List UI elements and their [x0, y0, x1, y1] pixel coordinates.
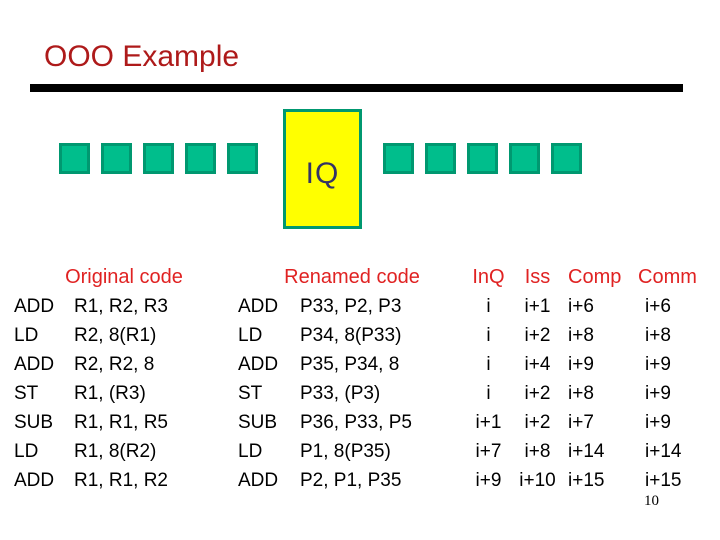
- opcode-cell: ADD: [238, 354, 279, 375]
- iss-cell: i+4: [524, 354, 551, 375]
- queue-slot-icon: [509, 143, 540, 174]
- queue-slot-icon: [383, 143, 414, 174]
- column-header-comm: Comm: [638, 266, 697, 288]
- iq-label: IQ: [305, 157, 340, 190]
- comp-cell: i+7: [568, 412, 594, 433]
- comm-cell: i+14: [645, 441, 682, 462]
- operands-cell: P34, 8(P33): [300, 325, 402, 346]
- title-divider: [30, 84, 683, 92]
- inq-cell: i: [486, 325, 491, 346]
- opcode-cell: LD: [14, 441, 39, 462]
- operands-cell: P33, P2, P3: [300, 296, 402, 317]
- operands-cell: R1, (R3): [74, 383, 146, 404]
- iss-cell: i+1: [524, 296, 551, 317]
- comm-cell: i+8: [645, 325, 671, 346]
- inq-cell: i+9: [475, 470, 502, 491]
- comp-cell: i+6: [568, 296, 594, 317]
- opcode-cell: LD: [238, 441, 263, 462]
- comm-cell: i+9: [645, 354, 671, 375]
- page-title: OOO Example: [44, 40, 240, 73]
- operands-cell: R2, 8(R1): [74, 325, 157, 346]
- column-header-inq: InQ: [472, 266, 505, 288]
- operands-cell: P35, P34, 8: [300, 354, 400, 375]
- instruction-queue-box: IQ: [283, 109, 362, 229]
- queue-slot-icon: [59, 143, 90, 174]
- opcode-cell: ADD: [238, 470, 279, 491]
- opcode-cell: ADD: [14, 296, 55, 317]
- comp-cell: i+15: [568, 470, 605, 491]
- iss-cell: i+10: [519, 470, 556, 491]
- page-number: 10: [644, 493, 659, 509]
- opcode-cell: ADD: [14, 470, 55, 491]
- opcode-cell: ADD: [238, 296, 279, 317]
- operands-cell: R1, R1, R2: [74, 470, 168, 491]
- iss-cell: i+2: [524, 412, 551, 433]
- operands-cell: R2, R2, 8: [74, 354, 155, 375]
- inq-cell: i: [486, 383, 491, 404]
- inq-cell: i+7: [475, 441, 502, 462]
- comm-cell: i+9: [645, 412, 671, 433]
- iss-cell: i+2: [524, 325, 551, 346]
- comm-cell: i+15: [645, 470, 682, 491]
- operands-cell: P1, 8(P35): [300, 441, 391, 462]
- opcode-cell: LD: [14, 325, 39, 346]
- comp-cell: i+8: [568, 325, 594, 346]
- comm-cell: i+9: [645, 383, 671, 404]
- operands-cell: P33, (P3): [300, 383, 381, 404]
- comp-cell: i+9: [568, 354, 594, 375]
- queue-slot-icon: [101, 143, 132, 174]
- operands-cell: R1, R2, R3: [74, 296, 168, 317]
- operands-cell: R1, R1, R5: [74, 412, 168, 433]
- inq-cell: i: [486, 296, 491, 317]
- queue-slot-icon: [185, 143, 216, 174]
- iss-cell: i+2: [524, 383, 551, 404]
- opcode-cell: ST: [14, 383, 39, 404]
- queue-slot-icon: [425, 143, 456, 174]
- left-instruction-queue: [59, 143, 258, 174]
- operands-cell: R1, 8(R2): [74, 441, 157, 462]
- queue-slot-icon: [467, 143, 498, 174]
- opcode-cell: ADD: [14, 354, 55, 375]
- inq-cell: i+1: [475, 412, 502, 433]
- queue-slot-icon: [143, 143, 174, 174]
- opcode-cell: ST: [238, 383, 263, 404]
- opcode-cell: LD: [238, 325, 263, 346]
- queue-slot-icon: [551, 143, 582, 174]
- right-instruction-queue: [383, 143, 582, 174]
- comm-cell: i+6: [645, 296, 671, 317]
- column-header-iss: Iss: [524, 266, 551, 288]
- column-header-renamed-code: Renamed code: [284, 266, 420, 288]
- opcode-cell: SUB: [238, 412, 278, 433]
- operands-cell: P36, P33, P5: [300, 412, 412, 433]
- comp-cell: i+14: [568, 441, 605, 462]
- iss-cell: i+8: [524, 441, 551, 462]
- column-header-original-code: Original code: [65, 266, 183, 288]
- execution-table: Original code Renamed code InQ Iss Comp …: [12, 263, 712, 495]
- inq-cell: i: [486, 354, 491, 375]
- column-header-comp: Comp: [568, 266, 622, 288]
- comp-cell: i+8: [568, 383, 594, 404]
- queue-slot-icon: [227, 143, 258, 174]
- opcode-cell: SUB: [14, 412, 54, 433]
- operands-cell: P2, P1, P35: [300, 470, 402, 491]
